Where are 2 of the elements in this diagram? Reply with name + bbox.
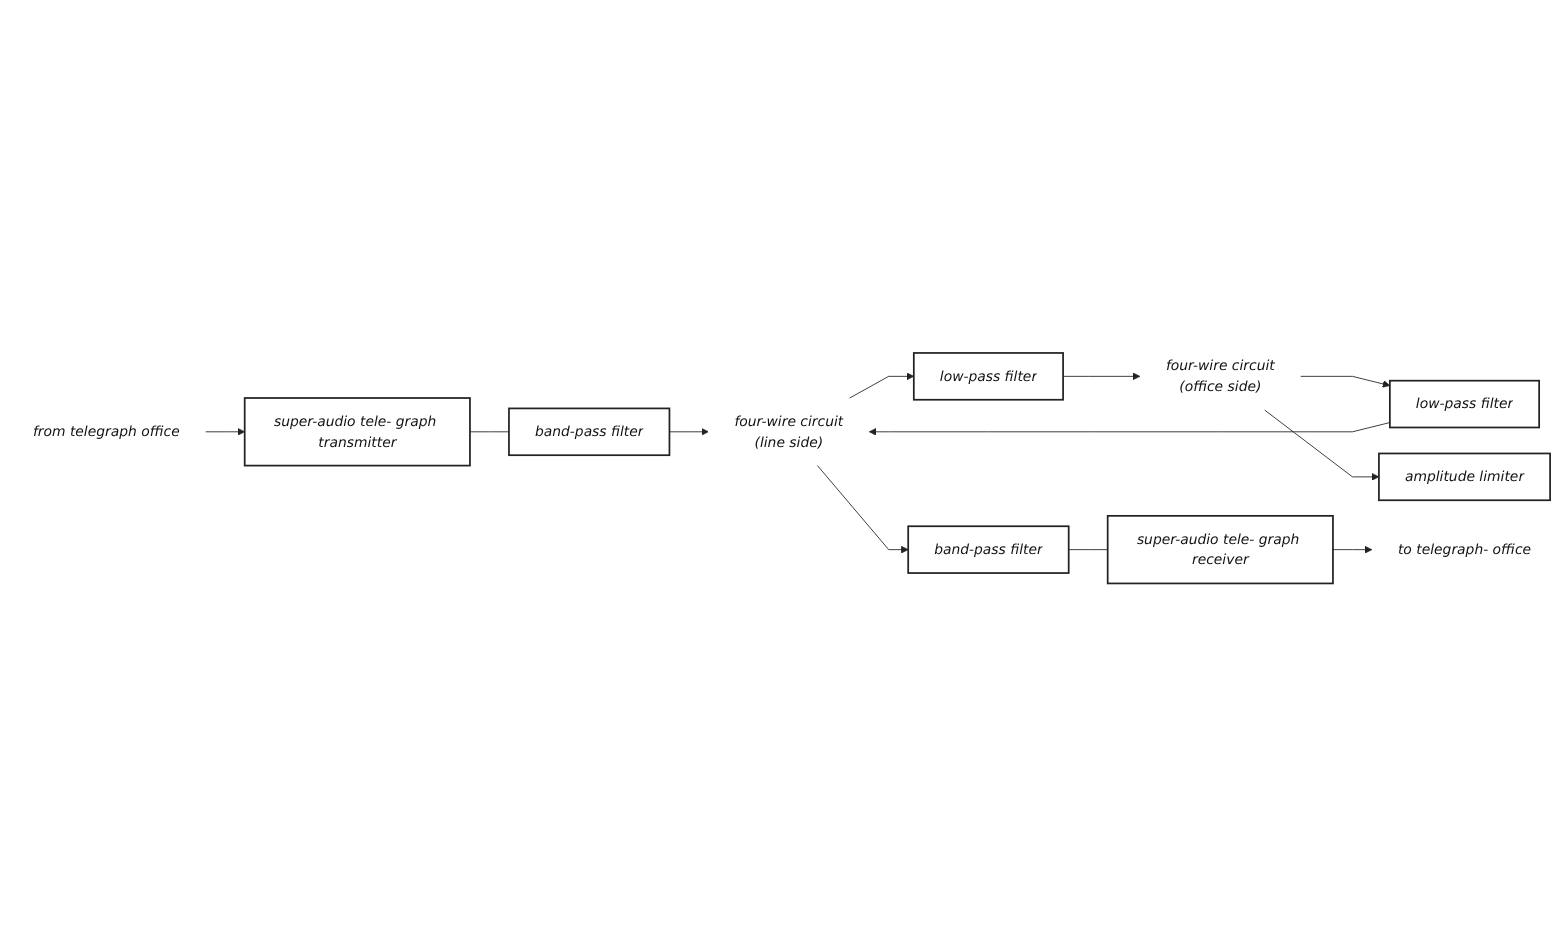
connector (469, 431, 510, 433)
connector (1068, 549, 1109, 551)
